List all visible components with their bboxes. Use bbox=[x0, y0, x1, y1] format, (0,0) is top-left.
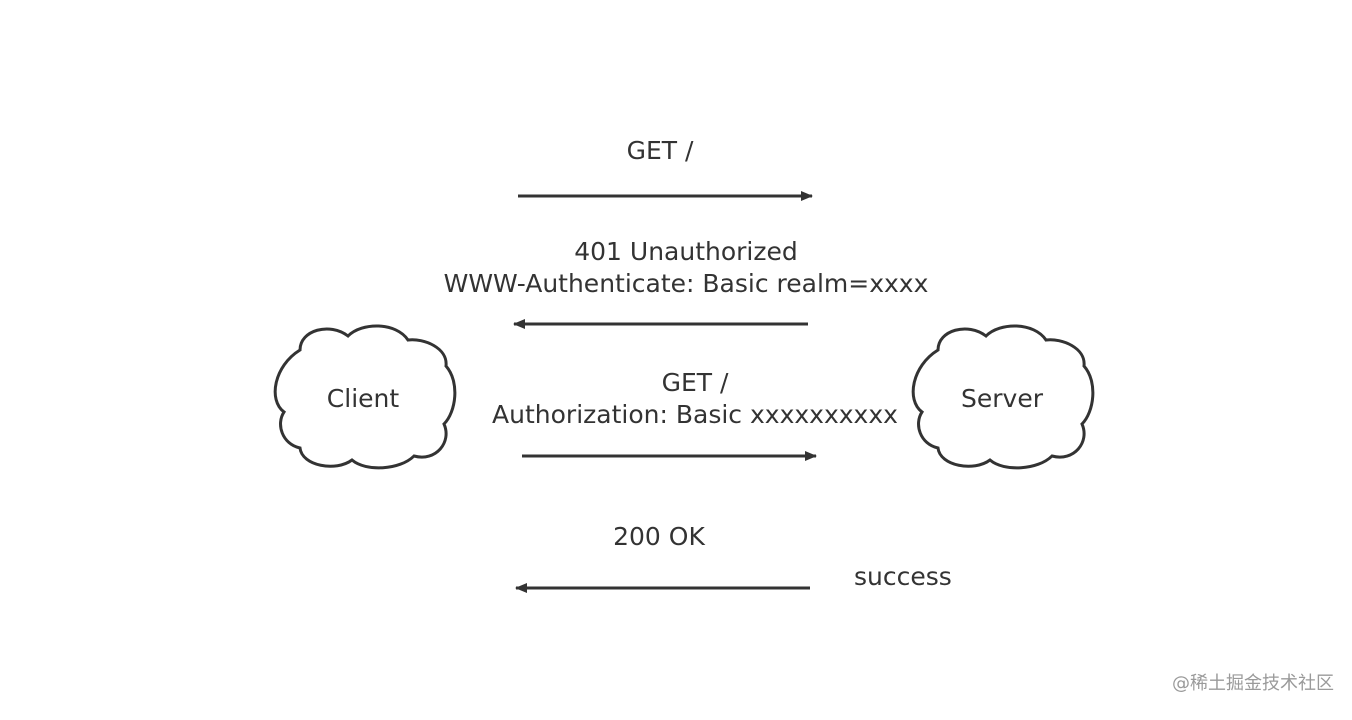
msg3-header-line: Authorization: Basic xxxxxxxxxx bbox=[492, 400, 898, 429]
server-label: Server bbox=[961, 384, 1043, 413]
msg4-status-line: 200 OK bbox=[613, 522, 705, 551]
server-cloud-shape bbox=[911, 324, 1095, 470]
msg2-status-line: 401 Unauthorized bbox=[574, 237, 798, 266]
watermark-text: @稀土掘金技术社区 bbox=[1172, 673, 1334, 694]
client-label: Client bbox=[326, 384, 400, 413]
client-cloud-shape bbox=[273, 324, 457, 470]
msg1-request-line: GET / bbox=[626, 136, 694, 165]
msg3-request-line: GET / bbox=[661, 368, 729, 397]
msg4-success-note: success bbox=[854, 562, 952, 591]
msg2-header-line: WWW-Authenticate: Basic realm=xxxx bbox=[443, 269, 929, 298]
